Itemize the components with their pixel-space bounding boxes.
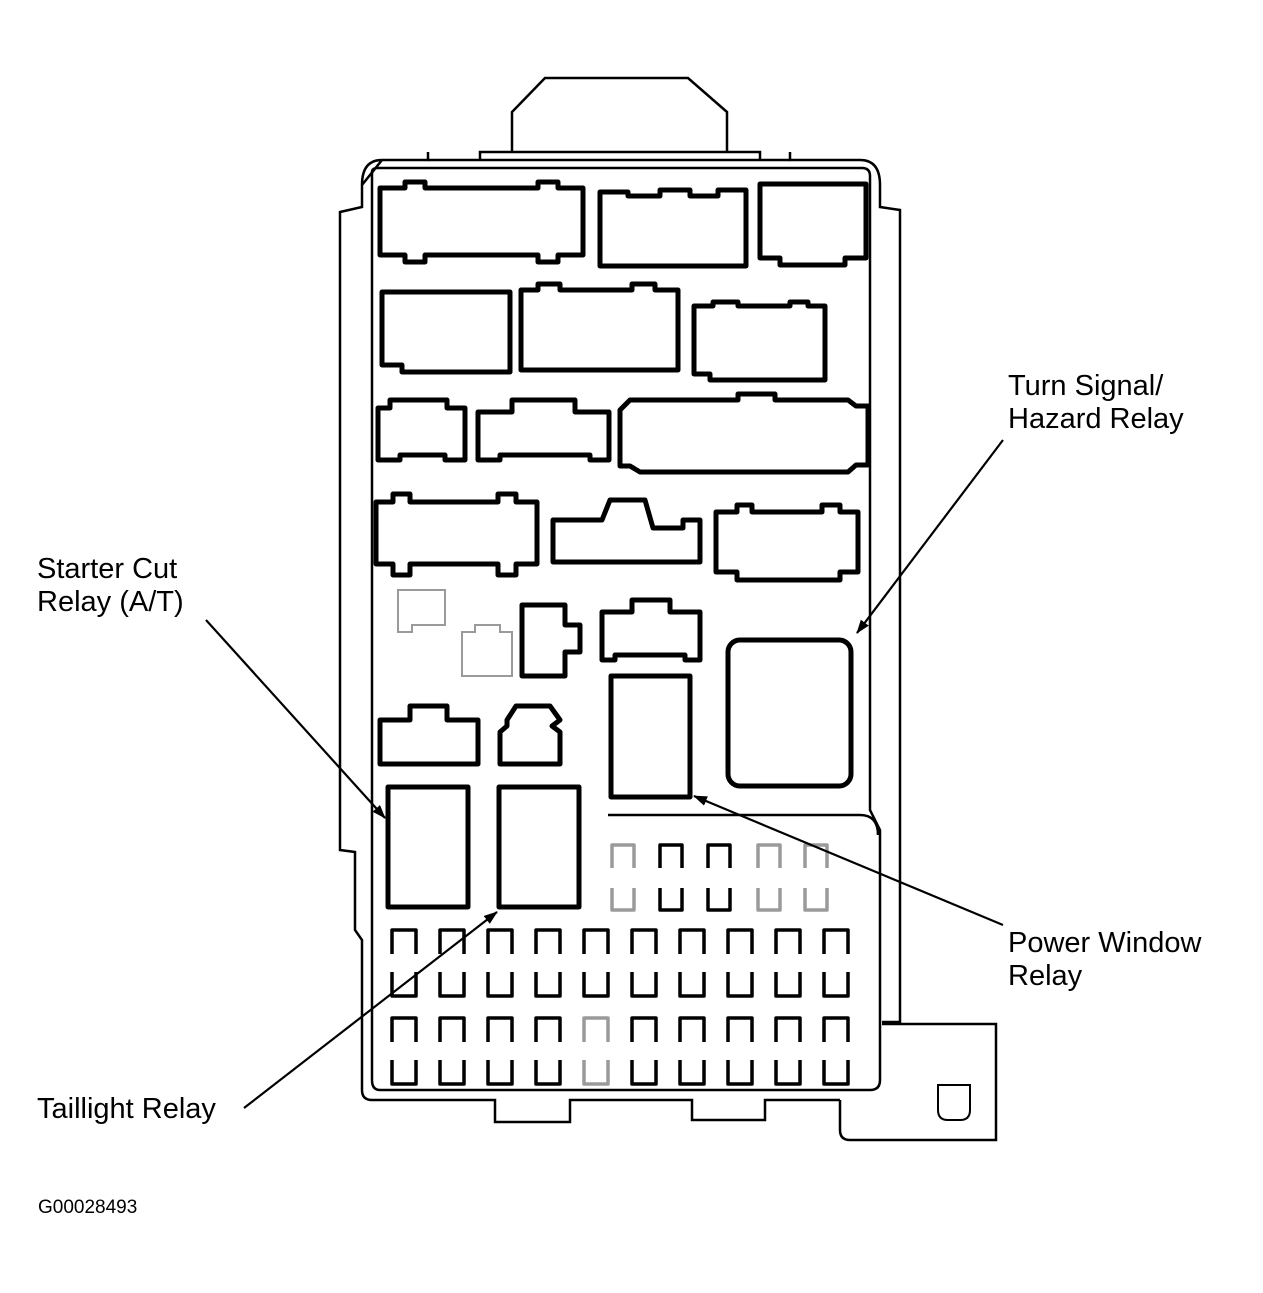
label-line: Hazard Relay (1008, 403, 1184, 435)
fuse-slot (582, 1016, 610, 1042)
fuse-slot (774, 928, 802, 954)
fuse-slot (756, 843, 782, 868)
label-line: Power Window (1008, 927, 1202, 959)
fuse-slot (706, 888, 732, 912)
fuse-slot (678, 928, 706, 954)
power-window-relay-label: Power Window Relay (1008, 927, 1201, 993)
fuse-slot (678, 972, 706, 998)
starter-cut-relay-label: Starter Cut Relay (A/T) (37, 553, 184, 619)
faint-connectors (397, 589, 513, 677)
fuse-slot (486, 972, 514, 998)
label-line: Starter Cut (37, 553, 178, 585)
fuse-slot (610, 888, 636, 912)
fuse-slot (630, 1060, 658, 1086)
leader-power-window (693, 794, 1004, 927)
fuse-slot (803, 843, 829, 868)
fuse-slot (534, 928, 562, 954)
connector-4 (379, 289, 513, 375)
faint-connector-2 (461, 624, 513, 677)
faint-connector-1 (397, 589, 446, 633)
fuse-slot (486, 1060, 514, 1086)
fuse-slot (774, 972, 802, 998)
fuse-slot (438, 972, 466, 998)
fuse-slot (726, 928, 754, 954)
fuse-slot (726, 972, 754, 998)
fuse-slot (822, 972, 850, 998)
fuse-slot (582, 928, 610, 954)
connector-10 (373, 491, 540, 578)
fuse-slot (678, 1016, 706, 1042)
connector-14 (599, 597, 703, 663)
fuse-slots (390, 843, 850, 1086)
leader-lines (205, 439, 1004, 1109)
starter-cut-relay (385, 784, 471, 910)
fuse-slot (390, 1016, 418, 1042)
connector-7 (375, 397, 468, 463)
leader-starter-cut (205, 619, 386, 819)
leader-taillight (243, 911, 498, 1109)
connector-11 (550, 497, 703, 565)
fuse-slot (582, 1060, 610, 1086)
connector-12 (713, 502, 861, 583)
connector-15 (377, 703, 481, 767)
fuse-slot (822, 928, 850, 954)
connector-8 (475, 397, 612, 463)
fuse-slot (630, 1016, 658, 1042)
fuse-slot (658, 888, 684, 912)
connector-5 (518, 281, 681, 373)
connector-3 (757, 181, 869, 268)
label-line: Relay (1008, 960, 1083, 992)
connector-16 (497, 703, 563, 767)
fuse-slot (678, 1060, 706, 1086)
fuse-slot (390, 972, 418, 998)
fuse-slot (486, 928, 514, 954)
connector-1 (377, 179, 586, 265)
connector-9 (617, 391, 871, 475)
fuse-slot (822, 1016, 850, 1042)
turn-signal-hazard-relay-label: Turn Signal/ Hazard Relay (1008, 370, 1184, 436)
taillight-relay-label: Taillight Relay (37, 1093, 216, 1126)
fuse-slot (390, 1060, 418, 1086)
fuse-slot (706, 843, 732, 868)
label-line: Turn Signal/ (1008, 370, 1164, 402)
fuse-slot (726, 1060, 754, 1086)
figure-id: G00028493 (38, 1197, 138, 1218)
fuse-slot (658, 843, 684, 868)
connector-6 (691, 299, 828, 383)
fuse-box-housing (338, 76, 998, 1142)
fuse-slot (774, 1016, 802, 1042)
fuse-slot (438, 1060, 466, 1086)
fuse-slot (610, 843, 636, 868)
fuse-slot (534, 1016, 562, 1042)
fuse-slot (774, 1060, 802, 1086)
fuse-slot (486, 1016, 514, 1042)
fuse-slot (630, 972, 658, 998)
leader-turn-signal (856, 439, 1004, 634)
fuse-slot (582, 972, 610, 998)
label-line: Taillight Relay (37, 1093, 216, 1125)
fuse-slot (803, 888, 829, 912)
fuse-slot (438, 1016, 466, 1042)
fuse-slot (630, 928, 658, 954)
label-line: Relay (A/T) (37, 586, 184, 618)
connector-2 (597, 187, 749, 269)
fuse-slot (534, 1060, 562, 1086)
connector-13 (519, 602, 583, 679)
fuse-slot (726, 1016, 754, 1042)
fuse-slot (390, 928, 418, 954)
fuse-slot (438, 928, 466, 954)
fuse-slot (822, 1060, 850, 1086)
power-window-relay (608, 673, 693, 800)
connectors (373, 179, 871, 910)
fuse-slot (756, 888, 782, 912)
taillight-relay (496, 784, 582, 910)
fuse-slot (534, 972, 562, 998)
turn-signal-hazard-relay (725, 637, 854, 789)
